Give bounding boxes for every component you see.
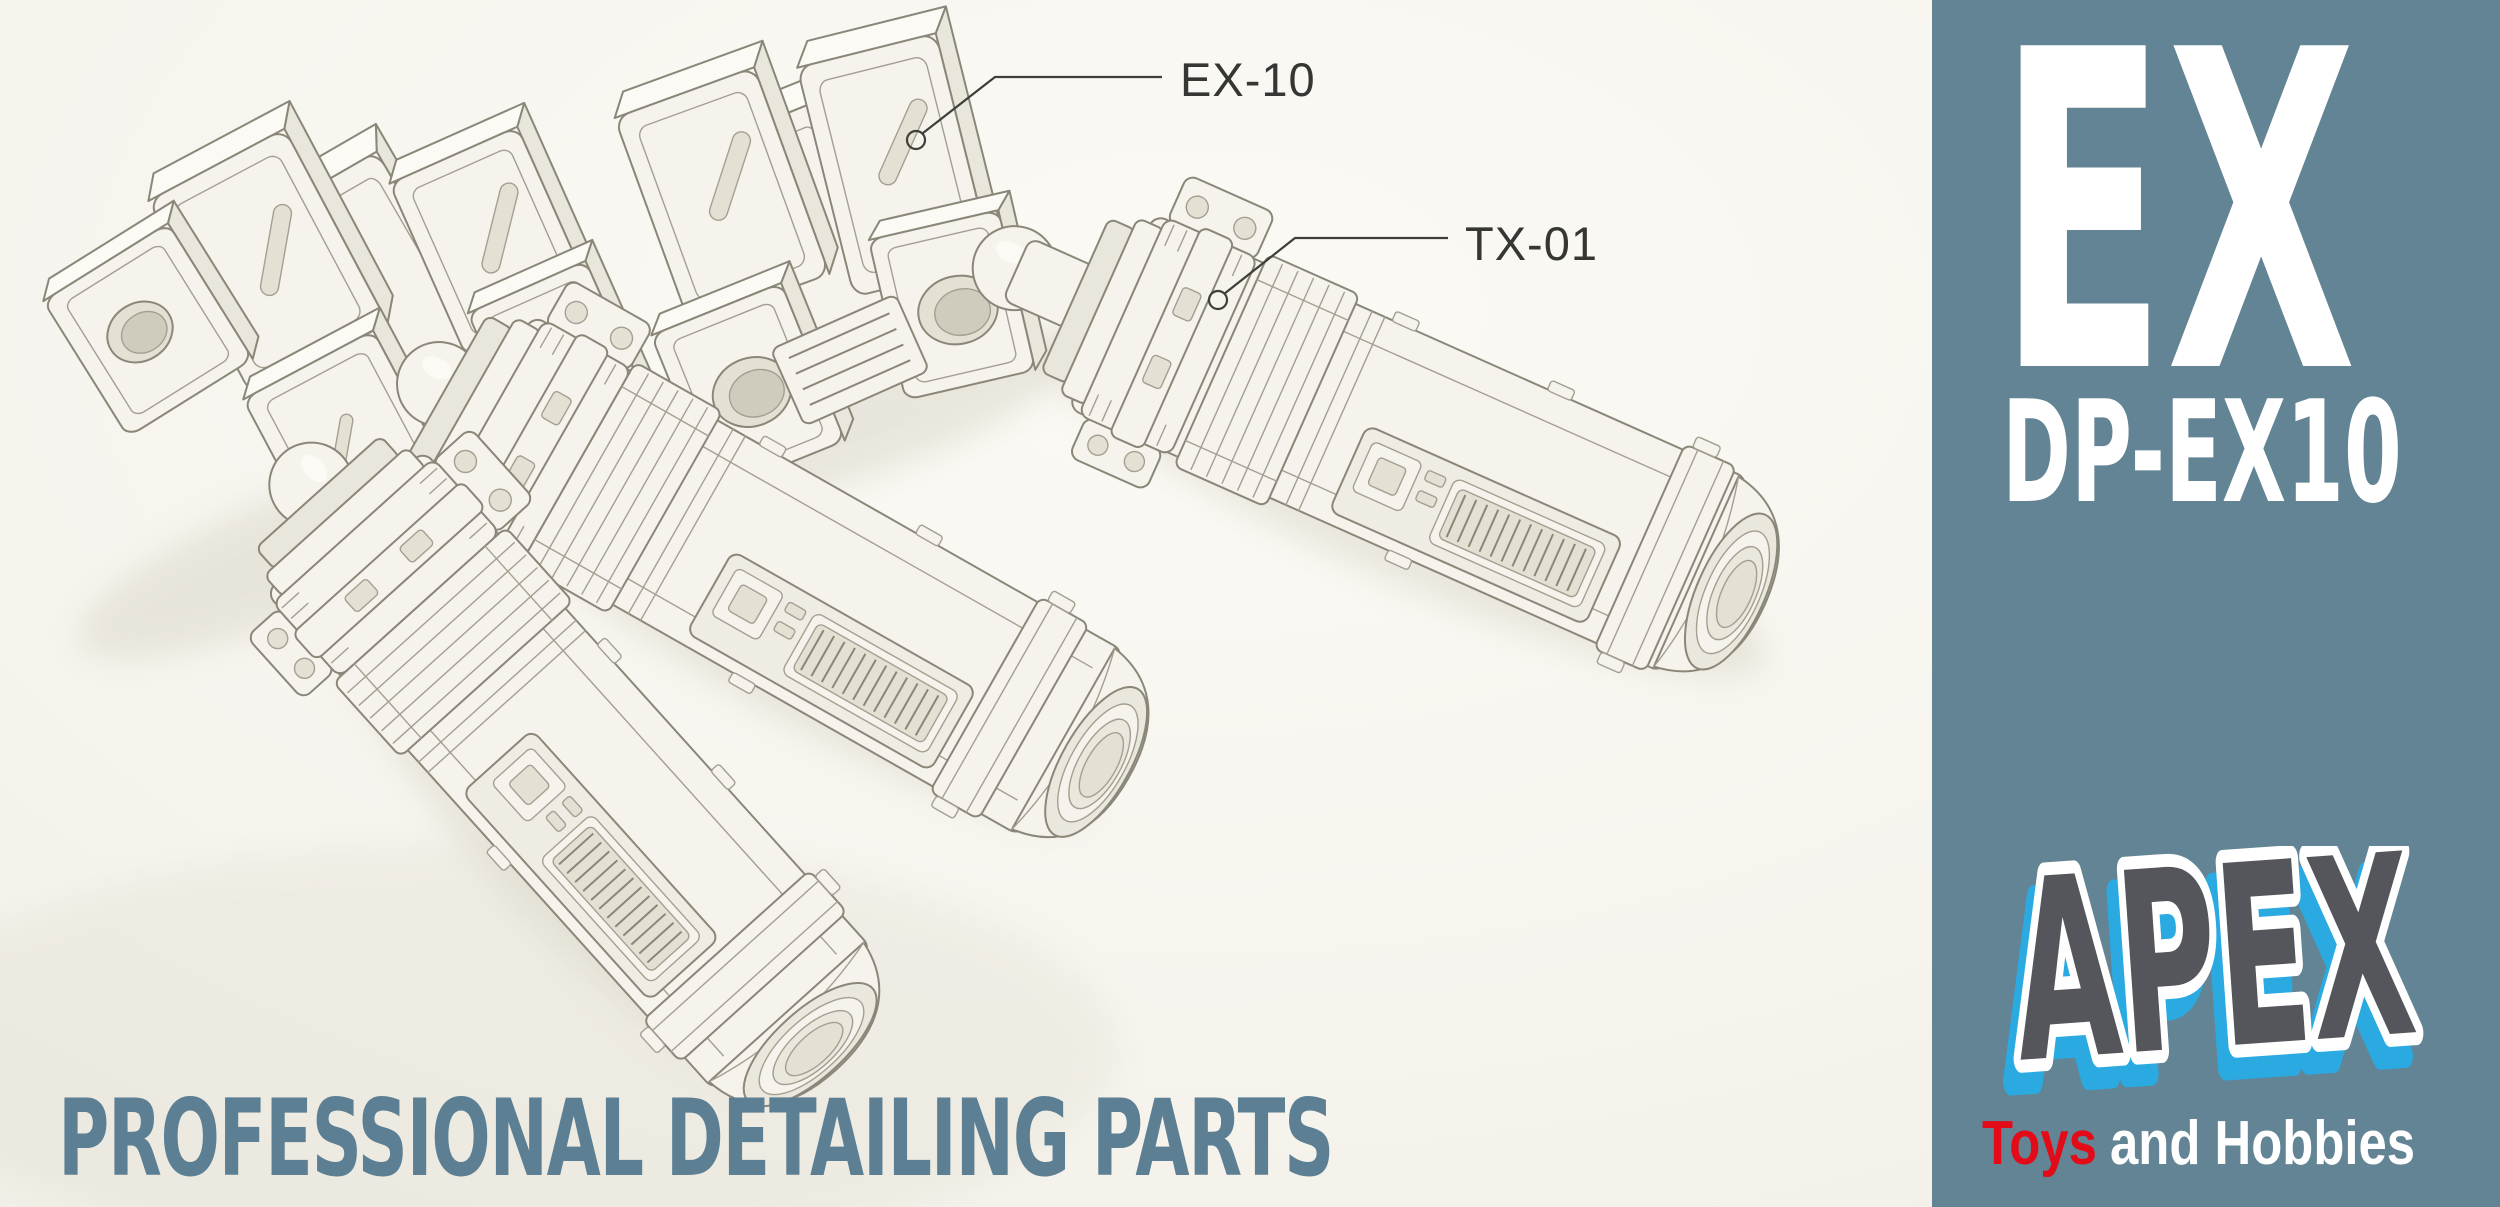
apex-logo: APEX APEX	[1980, 846, 2436, 1146]
series-title: EX	[1998, 0, 2357, 470]
parts-render-illustration	[0, 5, 1809, 1207]
render-area: EX-10 TX-01 PROFESSIONAL DETAILING PARTS	[0, 0, 1932, 1207]
callout-leader-ex10	[907, 77, 1162, 149]
thruster-cylinder-right	[958, 151, 1809, 699]
apex-logo-shadow: APEX	[1993, 846, 2412, 1141]
thruster-cylinder-left	[205, 386, 916, 1140]
tagline-toys: Toys	[1982, 1109, 2097, 1178]
callout-leader-tx01	[1209, 238, 1448, 309]
product-code: DP-EX10	[2002, 371, 2402, 535]
headline-professional-detailing-parts: PROFESSIONAL DETAILING PARTS	[58, 1077, 1334, 1200]
tagline-and-hobbies: and Hobbies	[2110, 1109, 2416, 1178]
apex-logo-text: APEX	[2004, 846, 2423, 1119]
callout-label-ex10: EX-10	[1180, 53, 1316, 106]
callout-label-tx01: TX-01	[1465, 217, 1598, 270]
thruster-cylinder-middle	[370, 251, 1182, 868]
